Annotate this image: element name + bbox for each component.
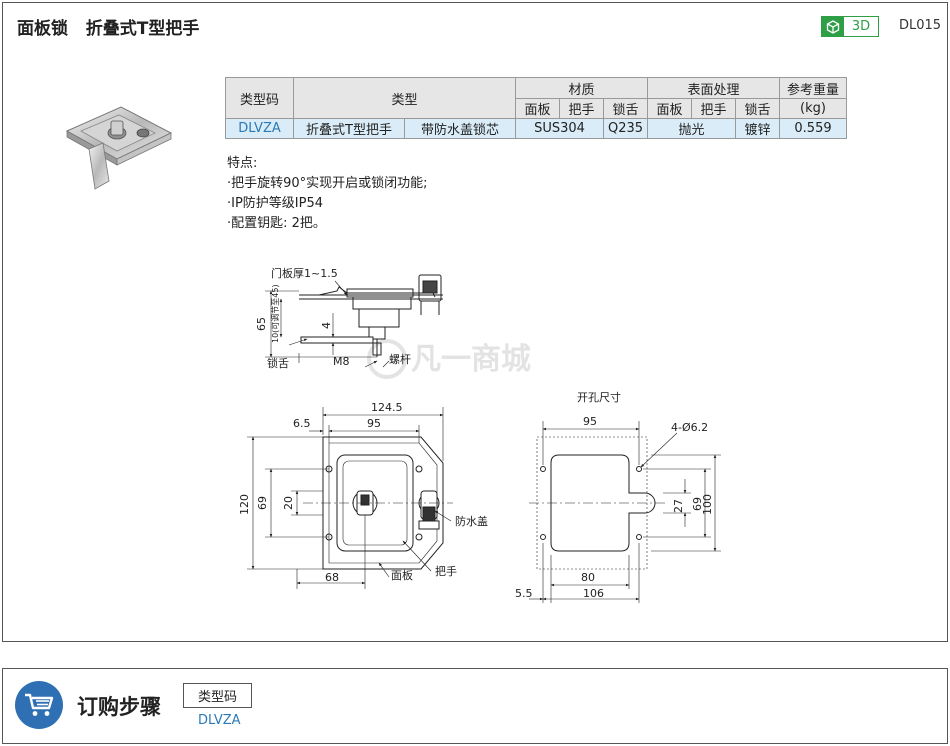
cell-material-panel-handle: SUS304 [515, 118, 604, 139]
label-cutout-h-100: 100 [701, 494, 714, 515]
th-surface-handle: 把手 [691, 98, 736, 119]
label-w-68: 68 [325, 571, 339, 584]
label-cutout-w-95: 95 [583, 415, 597, 428]
cell-type-a: 折叠式T型把手 [293, 118, 405, 139]
label-cutout-title: 开孔尺寸 [577, 390, 621, 404]
label-cutout-holes: 4-Ø6.2 [671, 421, 708, 434]
technical-drawing: 凡一商城 [238, 266, 721, 603]
cell-material-tongue: Q235 [603, 118, 648, 139]
th-weight: 参考重量 [779, 77, 847, 99]
label-waterproof-cap: 防水盖 [455, 514, 488, 528]
th-material-panel: 面板 [515, 98, 560, 119]
features-heading: 特点: [227, 156, 258, 171]
label-screw: 螺杆 [389, 352, 411, 366]
th-material-handle: 把手 [559, 98, 604, 119]
order-model-code: DLVZA [198, 713, 241, 728]
label-door-thickness: 门板厚1~1.5 [271, 266, 338, 280]
cell-surface-panel-handle: 抛光 [647, 118, 736, 139]
cell-surface-tongue: 镀锌 [735, 118, 780, 139]
label-h-120: 120 [238, 494, 251, 515]
cart-icon [15, 681, 63, 729]
label-w-6-5: 6.5 [293, 417, 311, 430]
label-cutout-h-27: 27 [672, 499, 685, 513]
label-vertical-note: 10(可调节至45) [271, 284, 280, 343]
product-photo [65, 106, 173, 190]
side-view [265, 274, 443, 368]
label-w-95: 95 [367, 417, 381, 430]
th-material-tongue: 锁舌 [603, 98, 648, 119]
label-cutout-w-106: 106 [583, 587, 604, 600]
cell-type-b: 带防水盖锁芯 [404, 118, 516, 139]
model-code-button[interactable]: 类型码 [183, 683, 252, 708]
th-surface-tongue: 锁舌 [735, 98, 780, 119]
main-panel: 面板锁 折叠式T型把手 3D DL015 类型码 类型 材质 表面处理 参考重量 [2, 2, 948, 642]
label-cutout-h-69: 69 [691, 497, 704, 511]
3d-model-button[interactable]: 3D [821, 16, 879, 37]
order-panel: 订购步骤 类型码 DLVZA [2, 668, 948, 744]
feature-item: ·把手旋转90°实现开启或锁闭功能; [227, 176, 428, 191]
cell-model[interactable]: DLVZA [225, 118, 294, 139]
watermark-text: 凡一商城 [411, 342, 531, 377]
label-panel: 面板 [391, 568, 413, 582]
label-h-20: 20 [282, 496, 295, 510]
feature-item: ·IP防护等级IP54 [227, 196, 324, 211]
watermark: 凡一商城 [367, 339, 531, 379]
table-row: DLVZA 折叠式T型把手 带防水盖锁芯 SUS304 Q235 抛光 镀锌 0… [225, 118, 847, 139]
label-tongue: 锁舌 [267, 356, 289, 370]
3d-label: 3D [851, 19, 871, 34]
front-view [247, 407, 453, 589]
label-cutout-w-80: 80 [581, 571, 595, 584]
th-surface: 表面处理 [647, 77, 780, 99]
spec-table: 类型码 类型 材质 表面处理 参考重量 面板 把手 锁舌 面板 把手 锁舌 (k… [225, 77, 847, 139]
features: 特点: ·把手旋转90°实现开启或锁闭功能; ·IP防护等级IP54 ·配置钥匙… [227, 154, 428, 234]
product-code: DL015 [899, 18, 942, 33]
cutout-view [529, 421, 721, 603]
label-dim-4: 4 [320, 322, 333, 329]
label-dim-65: 65 [255, 317, 268, 331]
label-handle: 把手 [435, 564, 457, 578]
order-title: 订购步骤 [77, 695, 161, 719]
th-surface-panel: 面板 [647, 98, 692, 119]
th-material: 材质 [515, 77, 648, 99]
feature-item: ·配置钥匙: 2把。 [227, 216, 326, 231]
label-m8: M8 [333, 355, 350, 368]
cube-icon [822, 17, 844, 36]
label-w-124-5: 124.5 [371, 401, 403, 414]
label-cutout-w-5-5: 5.5 [515, 587, 533, 600]
th-weight-unit: (kg) [779, 98, 847, 119]
cell-weight: 0.559 [779, 118, 847, 139]
label-h-69: 69 [256, 496, 269, 510]
page-title: 面板锁 折叠式T型把手 [17, 19, 200, 39]
